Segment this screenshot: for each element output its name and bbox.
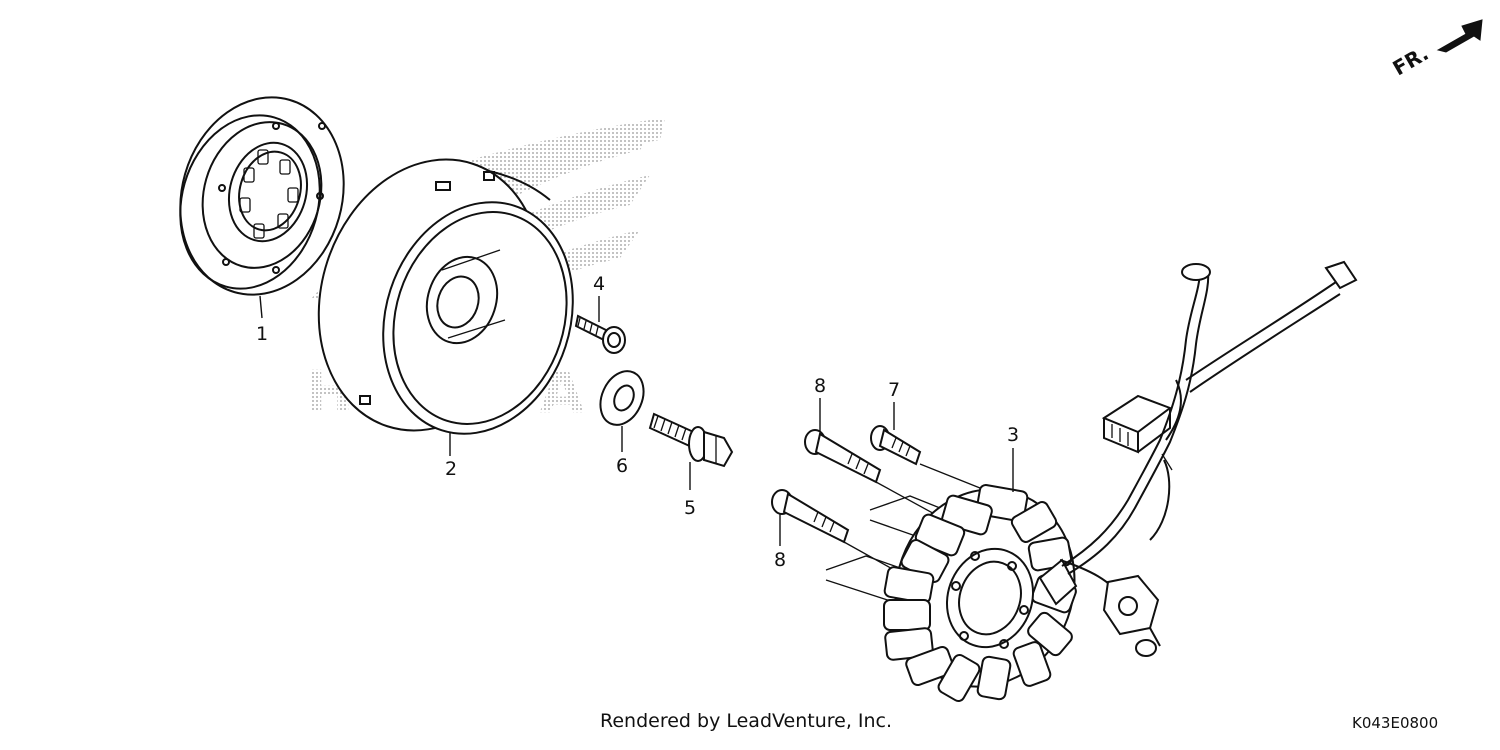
starter-clutch-part	[179, 96, 345, 296]
flange-bolt-5-part	[648, 412, 734, 468]
diagram-code: K043E0800	[1352, 714, 1439, 732]
bolt-7-part	[870, 425, 922, 466]
front-direction-label: FR.	[1389, 41, 1433, 80]
wiring-harness-part	[1059, 260, 1358, 657]
front-direction-indicator: FR.	[1389, 19, 1483, 80]
front-arrow-icon	[1436, 19, 1483, 53]
render-credit: Rendered by LeadVenture, Inc.	[600, 710, 893, 732]
bolt-8-lower-part	[771, 489, 850, 544]
bolt-4-part	[574, 314, 626, 354]
callout-1: 1	[256, 323, 268, 345]
callout-5: 5	[684, 497, 696, 519]
washer-6-part	[599, 370, 645, 426]
leader-lines	[259, 295, 1014, 546]
callout-8-lower: 8	[774, 549, 786, 571]
callout-6: 6	[616, 455, 628, 477]
callout-7: 7	[888, 379, 900, 401]
bolt-8-upper-part	[804, 429, 882, 484]
callout-4: 4	[593, 273, 605, 295]
stator-part	[883, 484, 1078, 702]
callout-8-upper: 8	[814, 375, 826, 397]
callout-2: 2	[445, 458, 457, 480]
callout-3: 3	[1007, 424, 1019, 446]
flywheel-part	[317, 158, 574, 435]
